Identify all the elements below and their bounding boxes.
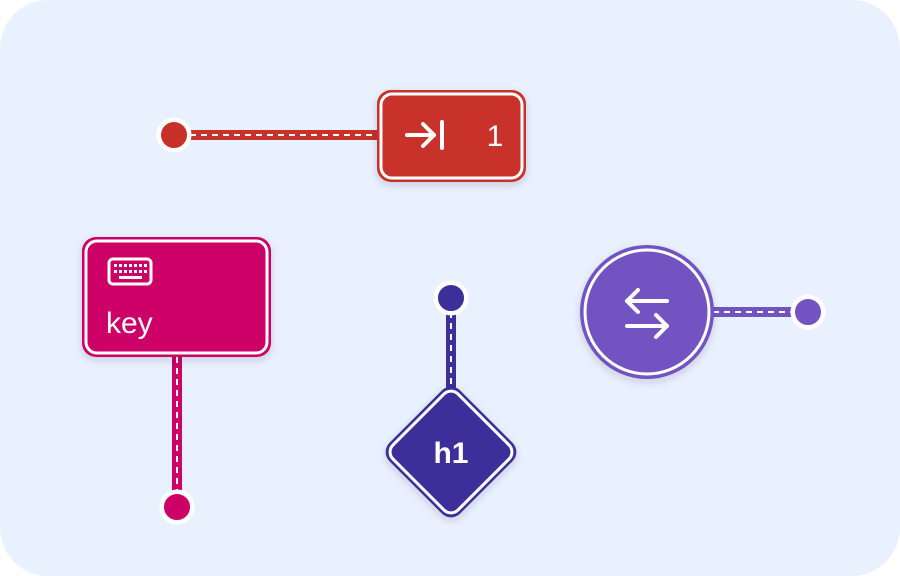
swap-arrows-icon bbox=[625, 288, 669, 339]
swap-connector bbox=[708, 294, 826, 330]
h1-node-label: h1 bbox=[433, 437, 468, 470]
key-node[interactable]: key bbox=[82, 237, 271, 357]
tab-node-label: 1 bbox=[487, 120, 504, 153]
tab-node[interactable]: 1 bbox=[377, 90, 526, 182]
h1-connector bbox=[433, 280, 469, 395]
key-node-label: key bbox=[106, 307, 153, 340]
key-connector bbox=[159, 352, 195, 525]
keyboard-icon bbox=[107, 257, 153, 286]
h1-node[interactable]: h1 bbox=[380, 381, 521, 522]
swap-node[interactable] bbox=[580, 245, 714, 379]
tab-connector bbox=[156, 117, 385, 153]
tab-arrow-to-bar-icon bbox=[405, 120, 444, 150]
